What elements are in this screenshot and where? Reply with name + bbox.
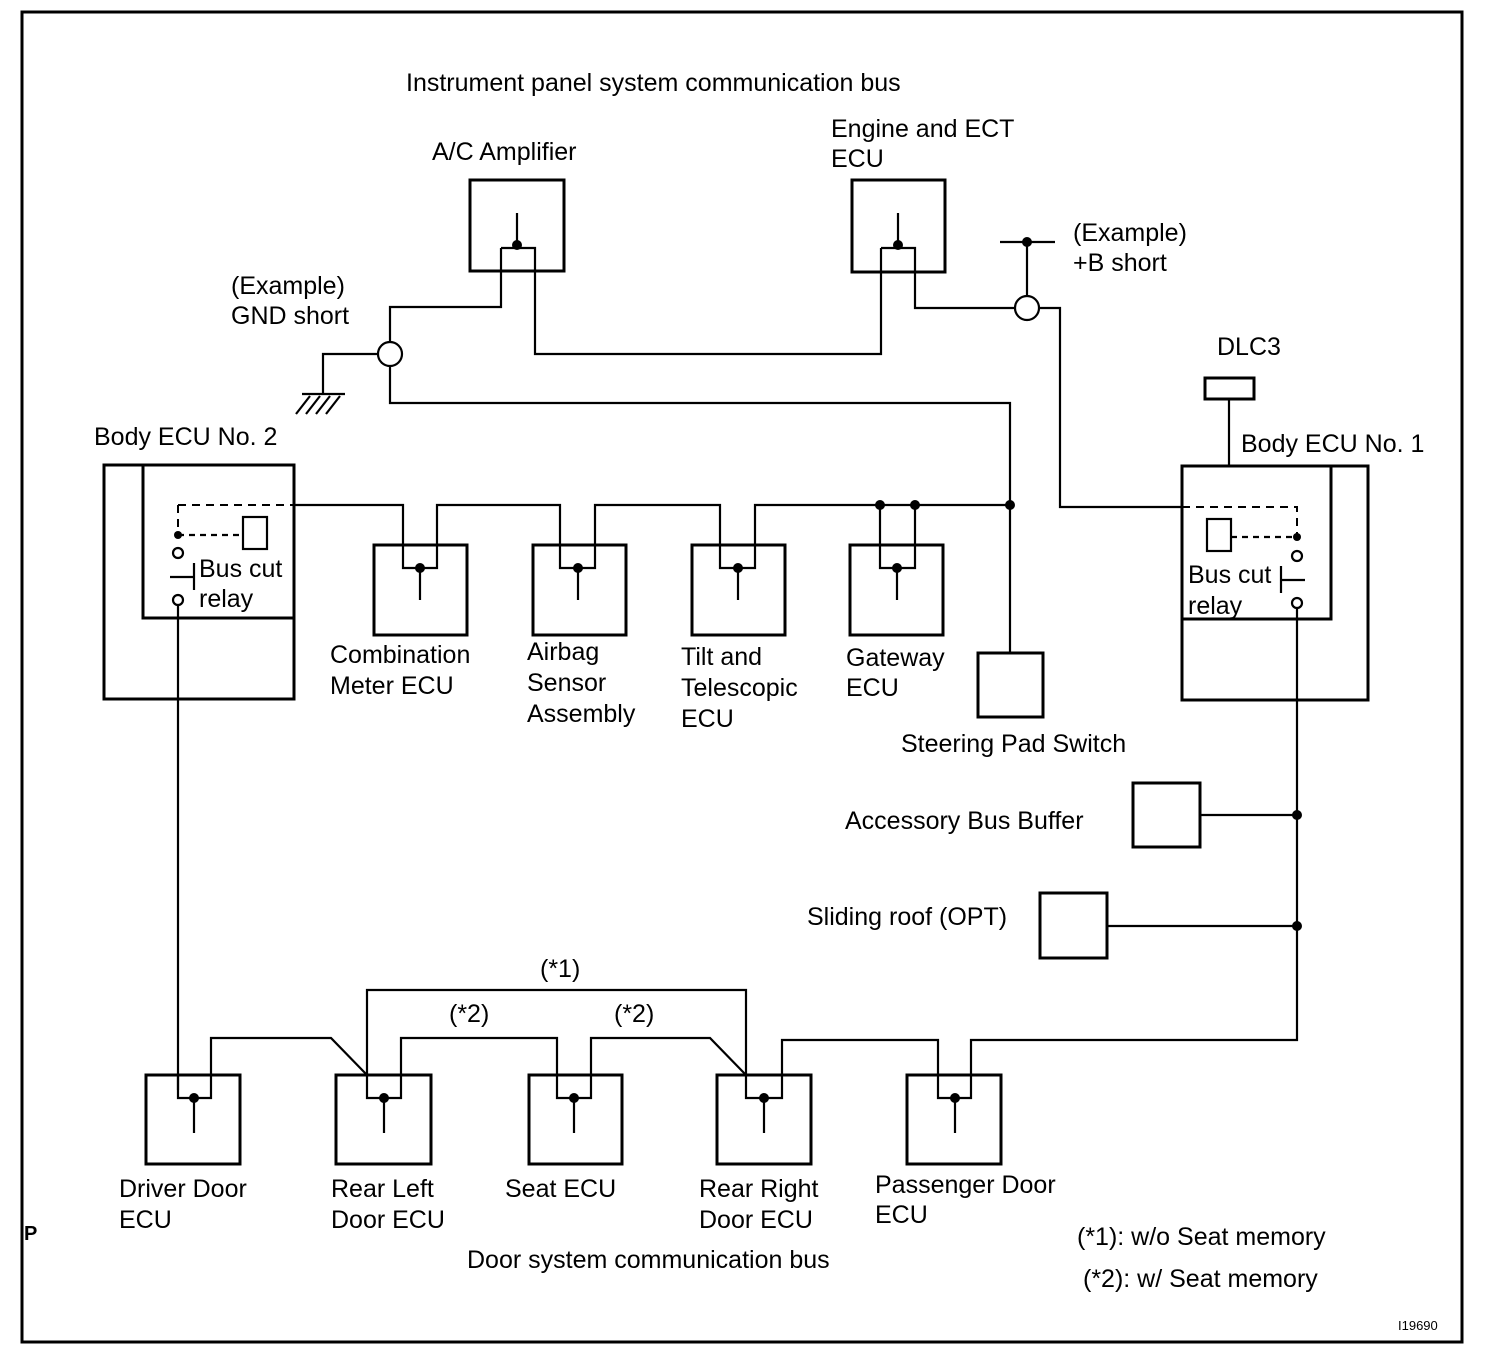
ip-bus-wire-a (388, 271, 1012, 653)
rear-right-door-box (715, 1073, 813, 1166)
legend-note1: (*1): w/o Seat memory (1077, 1223, 1326, 1251)
gnd-short-label-2: GND short (231, 302, 349, 330)
passenger-door-terminal (936, 1076, 973, 1133)
gateway-label-1: Gateway (846, 644, 945, 672)
b-short-label-1: (Example) (1073, 219, 1187, 247)
b-short-source (1000, 240, 1055, 296)
seat-ecu-terminal (555, 1075, 593, 1133)
rear-right-label-2: Door ECU (699, 1206, 813, 1234)
airbag-sensor-box (531, 543, 628, 637)
body-ecu1-bus-cut: Bus cut (1188, 561, 1271, 589)
tilt-label-3: ECU (681, 705, 734, 733)
combination-label-2: Meter ECU (330, 672, 454, 700)
dlc3-connector (1203, 376, 1256, 401)
accessory-bus-label: Accessory Bus Buffer (845, 807, 1084, 835)
body-ecu2-dashed (177, 504, 294, 535)
rear-left-door-box (334, 1073, 433, 1166)
gateway-ecu-terminal (878, 505, 917, 600)
body-ecu1-label: Body ECU No. 1 (1241, 430, 1424, 458)
seat-ecu-box (527, 1073, 624, 1166)
ip-bus-wire-ac-engine (533, 271, 883, 356)
figure-id: I19690 (1398, 1318, 1438, 1333)
dlc3-label: DLC3 (1217, 333, 1281, 361)
rear-right-door-terminal (744, 1075, 784, 1133)
gateway-ecu-box (848, 543, 945, 637)
driver-door-label-2: ECU (119, 1206, 172, 1234)
rear-right-label-1: Rear Right (699, 1175, 819, 1203)
combination-label-1: Combination (330, 641, 470, 669)
legend-note2: (*2): w/ Seat memory (1083, 1265, 1318, 1293)
body-ecu1-relay: relay (1188, 592, 1243, 620)
steering-pad-box (976, 651, 1045, 719)
note1-bypass-wire (365, 988, 748, 1075)
driver-door-terminal (176, 1075, 213, 1133)
ip-bus-middle-wire (294, 503, 1010, 545)
engine-ecu-label-2: ECU (831, 145, 884, 173)
sliding-roof-label: Sliding roof (OPT) (807, 903, 1007, 931)
ac-amplifier-terminal (499, 213, 537, 271)
ground-symbol (295, 352, 379, 415)
tilt-label-2: Telescopic (681, 674, 798, 702)
accessory-bus-box (1131, 781, 1202, 849)
body-ecu2-inner (141, 463, 296, 620)
rear-left-label-2: Door ECU (331, 1206, 445, 1234)
door-bus-wire-rl-seat (399, 1036, 559, 1076)
steering-pad-label: Steering Pad Switch (901, 730, 1126, 758)
rear-left-door-terminal (365, 1075, 403, 1133)
body-ecu2-relay-coil (241, 515, 269, 551)
door-bus-wire-seat-rr (589, 1036, 747, 1076)
body-ecu2-bus-cut: Bus cut (199, 555, 282, 583)
ac-amplifier-box (468, 178, 566, 273)
ip-bus-title: Instrument panel system communication bu… (406, 69, 901, 97)
driver-door-box (144, 1073, 242, 1166)
passenger-label-2: ECU (875, 1201, 928, 1229)
note2-mark-left: (*2) (449, 1000, 489, 1028)
gnd-short-marker (376, 340, 404, 368)
body-ecu2-label: Body ECU No. 2 (94, 423, 277, 451)
b-short-label-2: +B short (1073, 249, 1167, 277)
ip-bus-wire-b (913, 272, 1182, 509)
b-short-marker (1013, 294, 1041, 322)
door-bus-wire-rr-passenger (780, 1038, 940, 1076)
driver-door-label-1: Driver Door (119, 1175, 247, 1203)
body-ecu1-door-wire (969, 609, 1299, 1076)
note1-mark: (*1) (540, 955, 580, 983)
door-bus-wire-driver-rl (209, 1036, 368, 1076)
passenger-label-1: Passenger Door (875, 1171, 1056, 1199)
tilt-label-1: Tilt and (681, 643, 762, 671)
airbag-label-2: Sensor (527, 669, 606, 697)
airbag-label-1: Airbag (527, 638, 599, 666)
body-ecu1-inner (1180, 464, 1333, 621)
corner-p-mark: P (24, 1223, 37, 1245)
rear-left-label-1: Rear Left (331, 1175, 434, 1203)
ac-amplifier-label: A/C Amplifier (432, 138, 576, 166)
engine-ecu-terminal (879, 213, 917, 272)
engine-ecu-box (850, 178, 947, 274)
note2-mark-right: (*2) (614, 1000, 654, 1028)
gateway-label-2: ECU (846, 674, 899, 702)
seat-ecu-label: Seat ECU (505, 1175, 616, 1203)
door-bus-title: Door system communication bus (467, 1246, 830, 1274)
airbag-label-3: Assembly (527, 700, 636, 728)
passenger-door-box (905, 1073, 1003, 1166)
sliding-roof-box (1038, 891, 1109, 960)
body-ecu1-relay-coil (1205, 517, 1233, 553)
gnd-short-label-1: (Example) (231, 272, 345, 300)
combination-meter-box (372, 543, 469, 637)
body-ecu2-relay: relay (199, 585, 254, 613)
tilt-telescopic-box (690, 543, 787, 637)
body-ecu1-dashed (1182, 506, 1298, 537)
engine-ecu-label-1: Engine and ECT (831, 115, 1014, 143)
diagram-frame (20, 10, 1464, 1344)
